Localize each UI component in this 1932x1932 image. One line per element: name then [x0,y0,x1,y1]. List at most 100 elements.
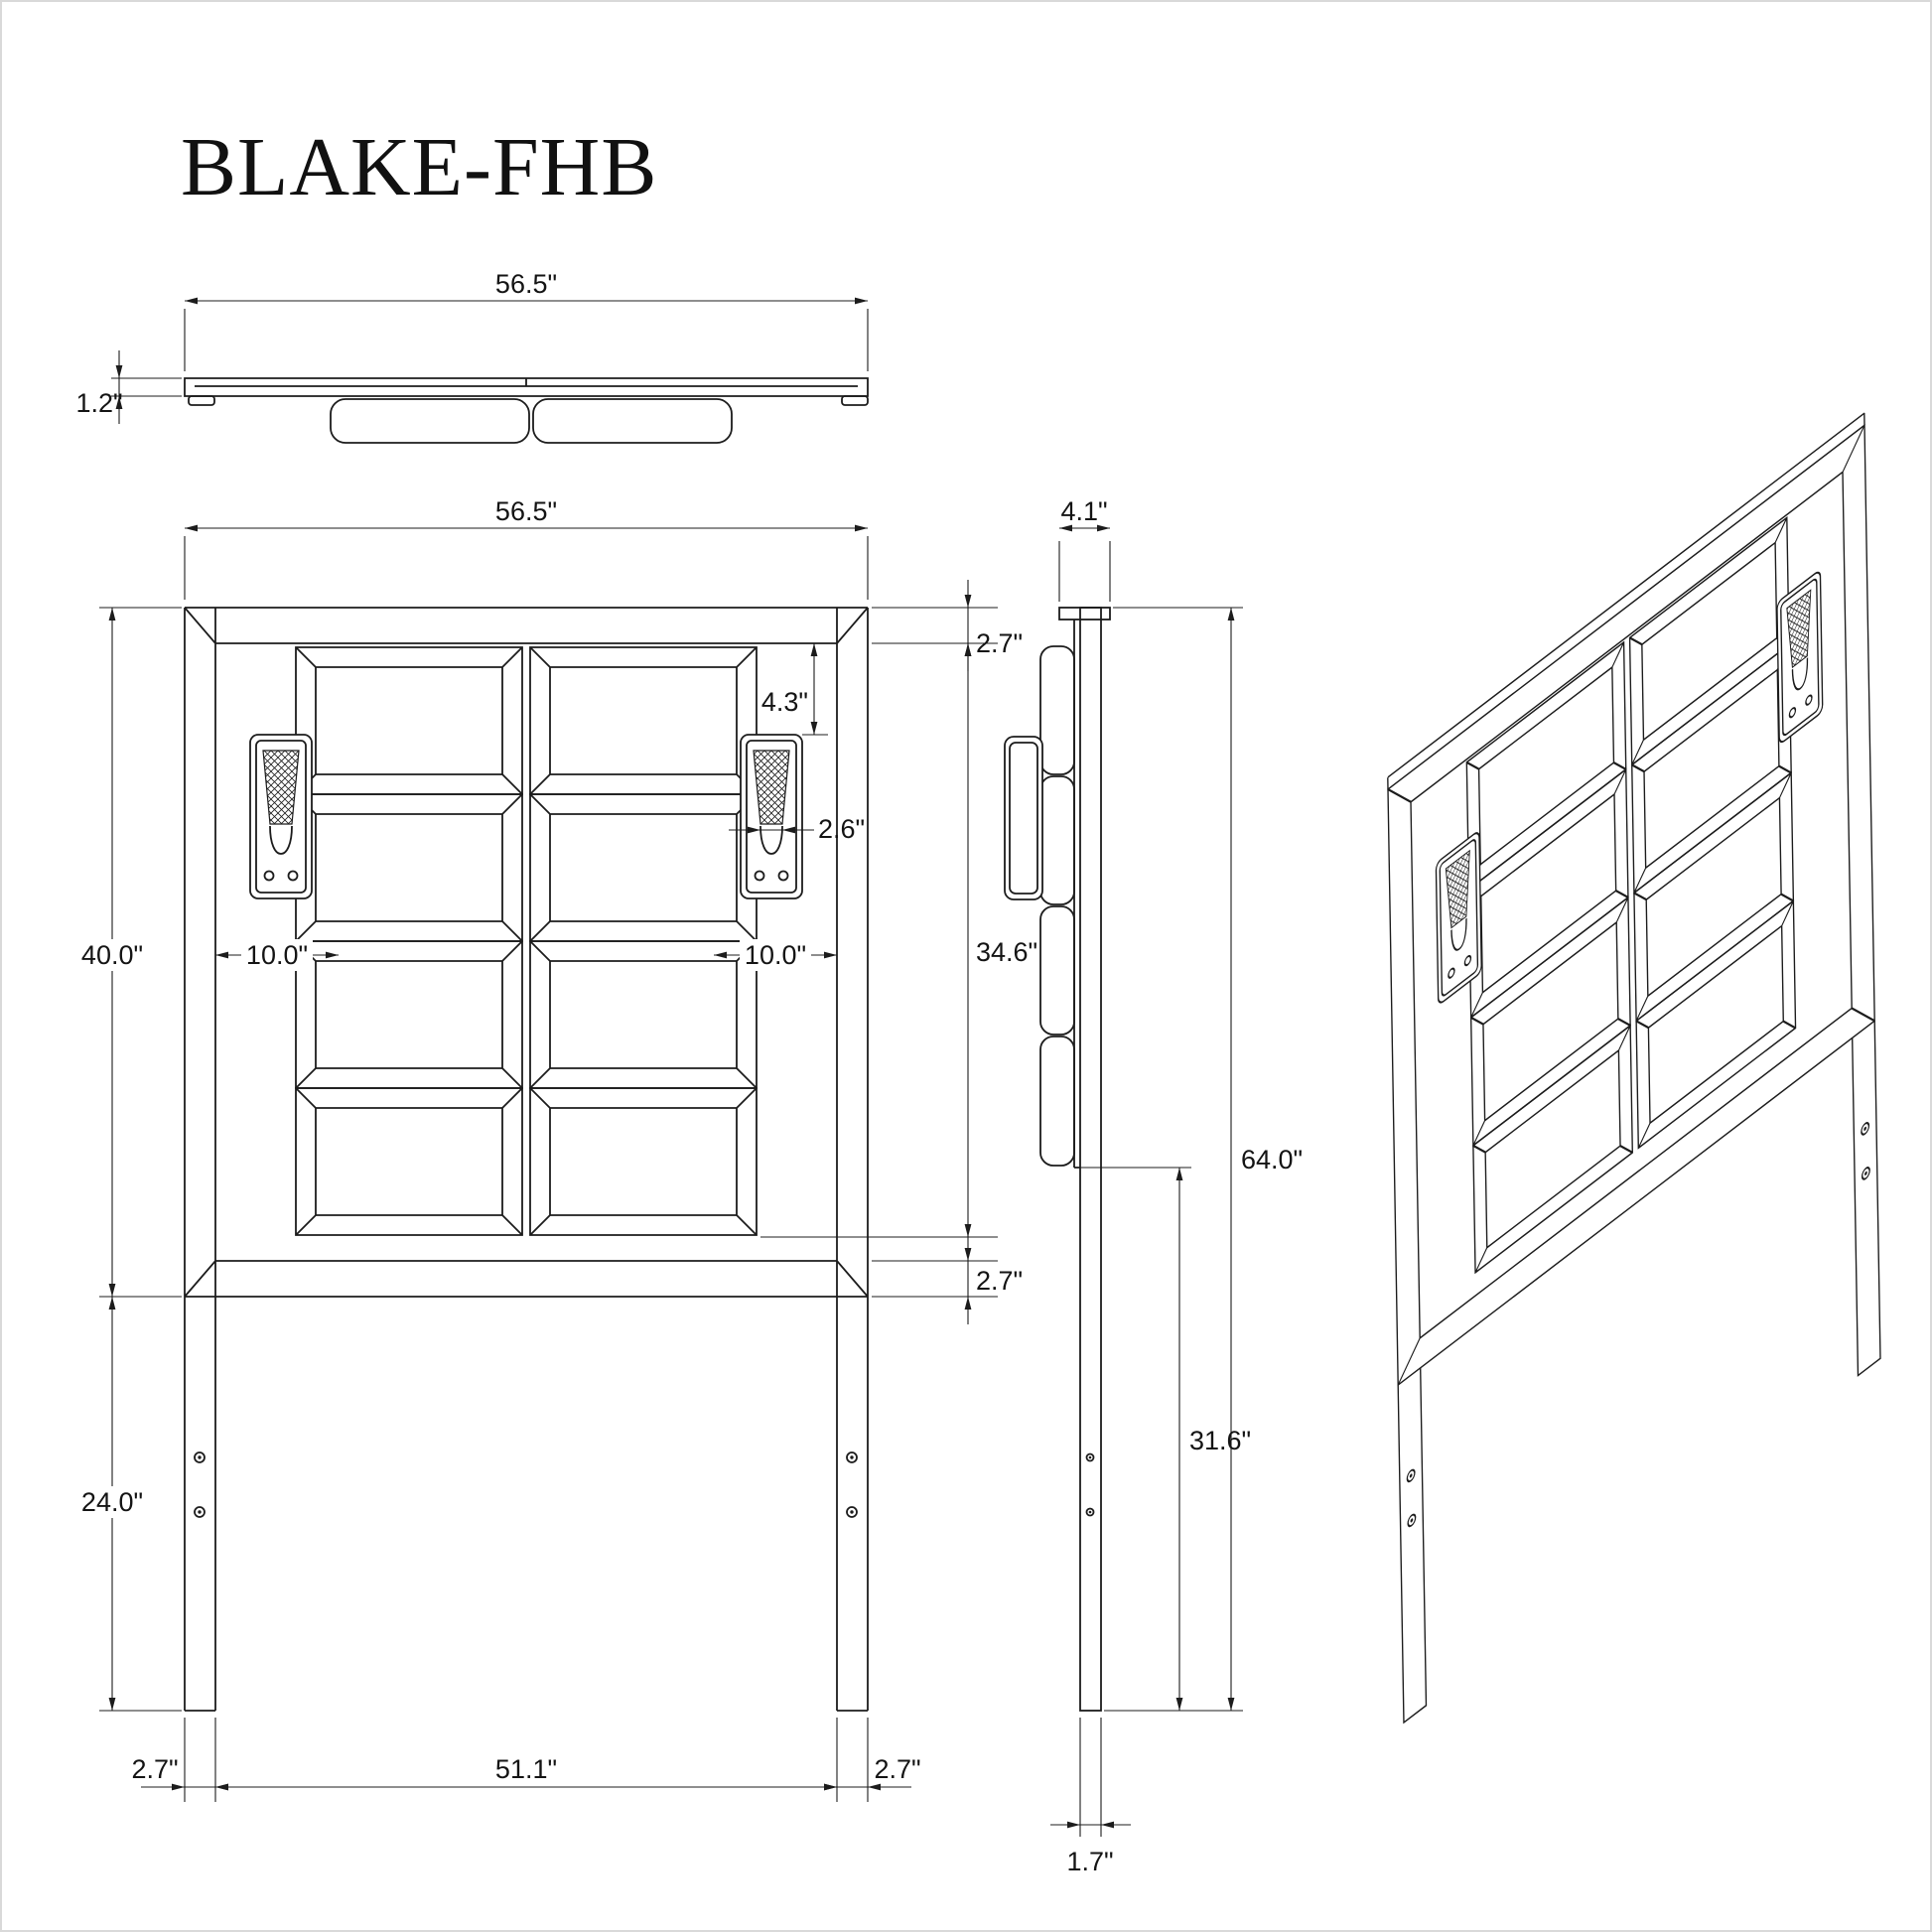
dim-total-height: 64.0" [1241,1145,1303,1174]
top-view: 56.5" 1.2" [75,269,869,444]
dim-leg-thickness: 1.7" [1066,1847,1113,1876]
left-lamp [249,734,313,899]
dim-lamp-top-offset: 4.3" [761,687,808,717]
bolt-hole-center [1864,1171,1867,1175]
leg-side [1079,607,1102,1712]
lamp-shade [1786,589,1812,669]
top-rail-side [1058,607,1111,621]
bolt-hole [194,1451,206,1463]
iso-frame-inner [1387,425,1875,1386]
dim-leg-exposed-height: 31.6" [1189,1426,1251,1455]
isometric-view [1387,412,1881,1725]
label-mask [740,939,811,971]
lamp-screw [1805,694,1813,706]
panel-row-side [1039,775,1075,905]
label-mask [74,1486,150,1518]
top-rail-profile-line [195,378,858,387]
panel-cell [1628,516,1790,766]
side-view: 4.1" 64.0" 31.6" 1.7" [1004,496,1303,1876]
panel-cell [529,1087,758,1236]
dim-leg-length: 24.0" [81,1487,143,1517]
top-view-extension-lines [111,309,869,397]
lamp-bowl [269,825,293,855]
left-leg-top [188,395,215,406]
panel-cell [1465,640,1627,892]
panel-cell [1467,767,1629,1020]
bolt-hole-center [1409,1473,1413,1478]
lamp-shade [753,750,790,825]
dim-lamp-width: 2.6" [818,814,865,844]
lamp-inner-frame [1439,839,1479,997]
top-edge-thickness [1387,412,1865,790]
lamp-inner-frame [1780,578,1820,737]
iso-legs [1397,1020,1881,1725]
dim-headboard-height: 40.0" [81,940,143,970]
dim-left-lamp-offset: 10.0" [246,940,308,970]
drawing-title: BLAKE-FHB [181,121,657,213]
side-view-extension-lines [1058,541,1243,1837]
lamp-side [1004,736,1043,900]
bolt-hole-center [850,1510,854,1514]
bolt-hole [1861,1167,1870,1180]
lamp-screw [777,870,789,882]
lamp-shade [262,750,300,825]
bolt-hole [1085,1452,1095,1462]
bolt-hole [846,1506,858,1518]
dim-right-leg-width: 2.7" [874,1754,920,1784]
top-rail-outline [184,377,869,397]
dim-right-lamp-offset: 10.0" [745,940,806,970]
front-view: 56.5" 2.7" 4.3" 2.6" 34.6" 2.7" 40.0" 10… [74,496,1037,1802]
left-panel-top [330,398,530,444]
panel-cell [1631,643,1792,895]
dim-front-width: 56.5" [495,496,557,526]
dim-top-width: 56.5" [495,269,557,299]
panel-cell [1635,899,1797,1150]
lamp-shade [1445,849,1470,929]
panel-row-side [1039,905,1075,1035]
headboard-frame [184,607,869,1712]
dim-top-rail: 2.7" [976,628,1023,658]
lamp-side-inner [1009,742,1038,895]
panel-cell [295,1087,523,1236]
panel-row-side [1039,1035,1075,1167]
panel-cell [1469,896,1631,1148]
right-lamp [1776,571,1824,744]
label-mask [74,939,150,971]
panel-cell [1472,1024,1633,1275]
panel-cell [295,793,523,942]
right-panel-top [532,398,733,444]
lamp-screw [1463,954,1472,967]
lamp-bowl [1791,657,1809,691]
bolt-hole [1407,1513,1417,1528]
lamp-screw [263,870,275,882]
bolt-hole-center [1088,1510,1092,1514]
dim-top-thickness: 1.2" [75,388,122,418]
lamp-screw [754,870,765,882]
bolt-hole [194,1506,206,1518]
bolt-hole-center [1088,1455,1092,1459]
lamp-bowl [759,825,783,855]
front-view-extension-lines [99,536,998,1802]
bolt-hole-center [1863,1126,1867,1131]
lamp-screw [1788,707,1797,719]
panel-cell [295,646,523,795]
bolt-hole [1406,1468,1416,1483]
panel-cell [529,793,758,942]
lamp-screw [287,870,299,882]
panel-cell [529,940,758,1089]
dim-bottom-rail: 2.7" [976,1266,1023,1296]
bolt-hole-center [1410,1518,1414,1523]
dim-panel-field-height: 34.6" [976,937,1037,967]
dim-inner-span: 51.1" [495,1754,557,1784]
lamp-screw [1448,967,1455,979]
panel-cell [295,940,523,1089]
right-lamp [740,734,803,899]
panel-cell [1633,771,1795,1023]
lamp-inner-frame [255,740,307,894]
left-lamp [1435,832,1482,1004]
bolt-hole [1861,1122,1870,1136]
right-leg-top [841,395,869,406]
